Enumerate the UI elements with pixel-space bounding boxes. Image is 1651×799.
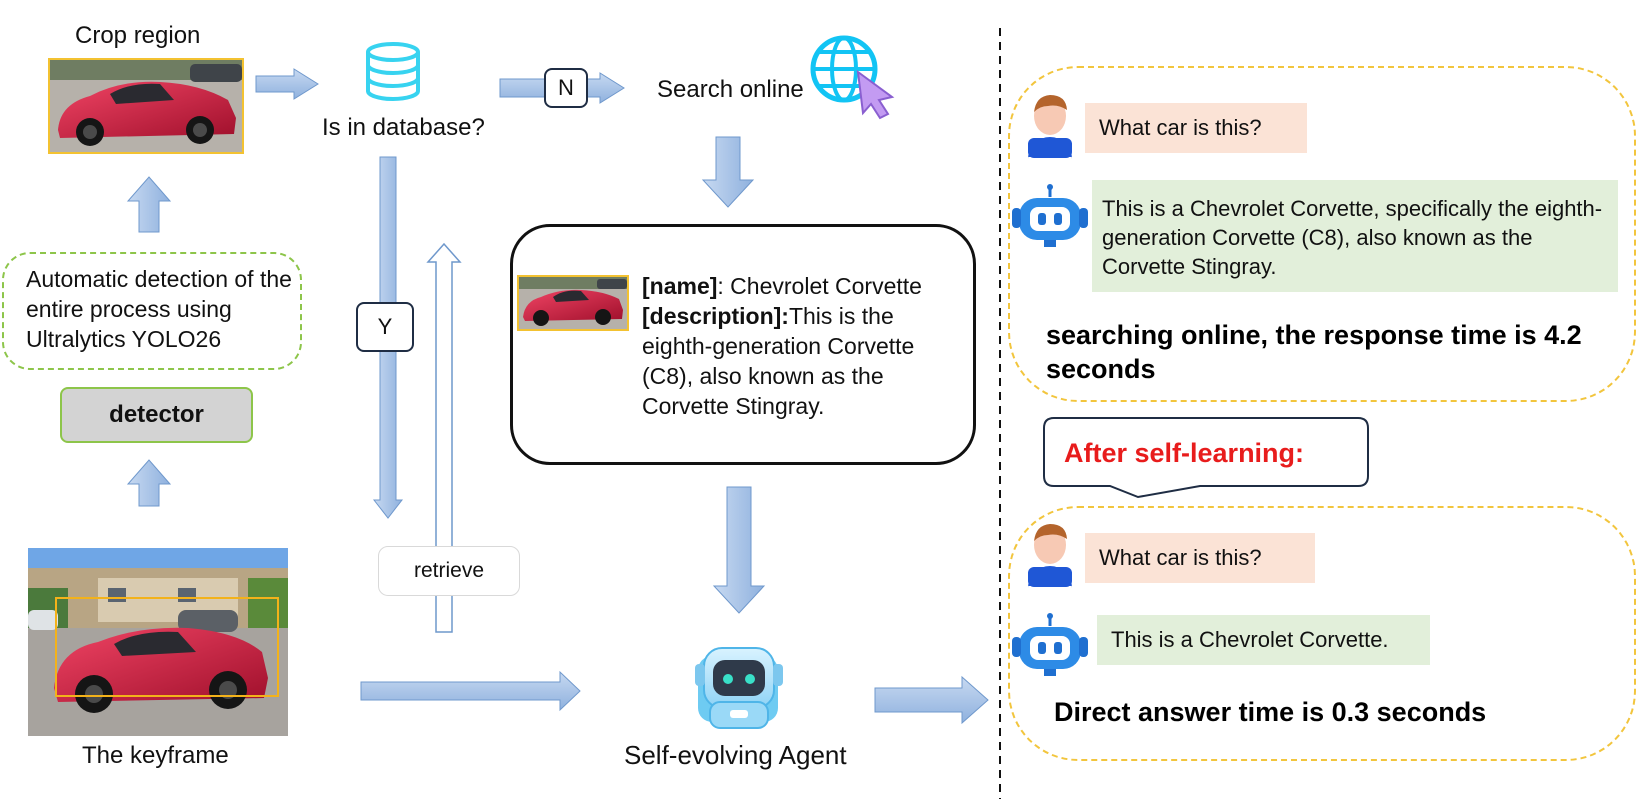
knowledge-card: [name]: Chevrolet Corvette [description]… — [510, 224, 976, 465]
before-learning-panel — [1008, 66, 1636, 402]
arrow-crop-to-database — [255, 68, 319, 100]
callout-bubble — [1043, 417, 1369, 499]
agent-robot-icon — [695, 647, 783, 729]
detection-note-box: Automatic detection of the entire proces… — [2, 252, 302, 370]
card-description-value: This is the eighth-generation Corvette (… — [642, 303, 915, 419]
after-question-text: What car is this? — [1099, 545, 1262, 570]
callout-text: After self-learning: — [1064, 438, 1305, 468]
after-answer-text: This is a Chevrolet Corvette. — [1111, 627, 1389, 652]
arrow-detector-to-note — [126, 459, 172, 507]
retrieve-label: retrieve — [413, 559, 485, 582]
no-branch-tag: N — [544, 68, 588, 108]
before-answer-text: This is a Chevrolet Corvette, specifical… — [1102, 196, 1603, 279]
arrow-keyframe-to-agent — [360, 670, 581, 712]
card-name-key: [name] — [642, 273, 718, 299]
globe-cursor-icon — [810, 35, 895, 120]
database-icon — [366, 42, 420, 101]
card-details: [name]: Chevrolet Corvette [description]… — [642, 271, 962, 421]
after-learning-panel — [1008, 506, 1636, 761]
arrow-agent-to-results — [874, 675, 989, 725]
detection-note-text: Automatic detection of the entire proces… — [26, 266, 292, 352]
yes-branch-label: Y — [377, 314, 393, 339]
crop-region-label: Crop region — [75, 22, 201, 49]
before-answer-bubble: This is a Chevrolet Corvette, specifical… — [1092, 180, 1618, 292]
card-description-key: [description]: — [642, 303, 789, 329]
bot-avatar-icon — [1012, 184, 1088, 247]
after-answer-bubble: This is a Chevrolet Corvette. — [1097, 615, 1430, 665]
arrow-note-to-crop — [126, 176, 172, 233]
keyframe-image — [28, 548, 288, 736]
agent-label: Self-evolving Agent — [624, 740, 847, 770]
after-question-bubble: What car is this? — [1085, 533, 1315, 583]
detector-label: detector — [109, 401, 204, 428]
arrow-card-to-agent — [712, 486, 766, 614]
no-branch-label: N — [558, 75, 574, 100]
crop-region-image — [48, 58, 244, 154]
card-name-value: : Chevrolet Corvette — [717, 273, 922, 299]
retrieve-box: retrieve — [378, 546, 520, 596]
before-timing-text: searching online, the response time is 4… — [1046, 320, 1582, 384]
arrow-search-to-card — [701, 136, 755, 208]
card-car-thumbnail — [517, 275, 629, 331]
search-online-label: Search online — [657, 76, 804, 103]
yes-branch-tag: Y — [356, 302, 414, 352]
detector-box: detector — [60, 387, 253, 443]
before-question-bubble: What car is this? — [1085, 103, 1307, 153]
bot-avatar-icon — [1012, 613, 1088, 676]
database-question: Is in database? — [322, 114, 485, 141]
after-timing-text: Direct answer time is 0.3 seconds — [1054, 697, 1487, 727]
before-question-text: What car is this? — [1099, 115, 1262, 140]
keyframe-label: The keyframe — [82, 742, 229, 769]
